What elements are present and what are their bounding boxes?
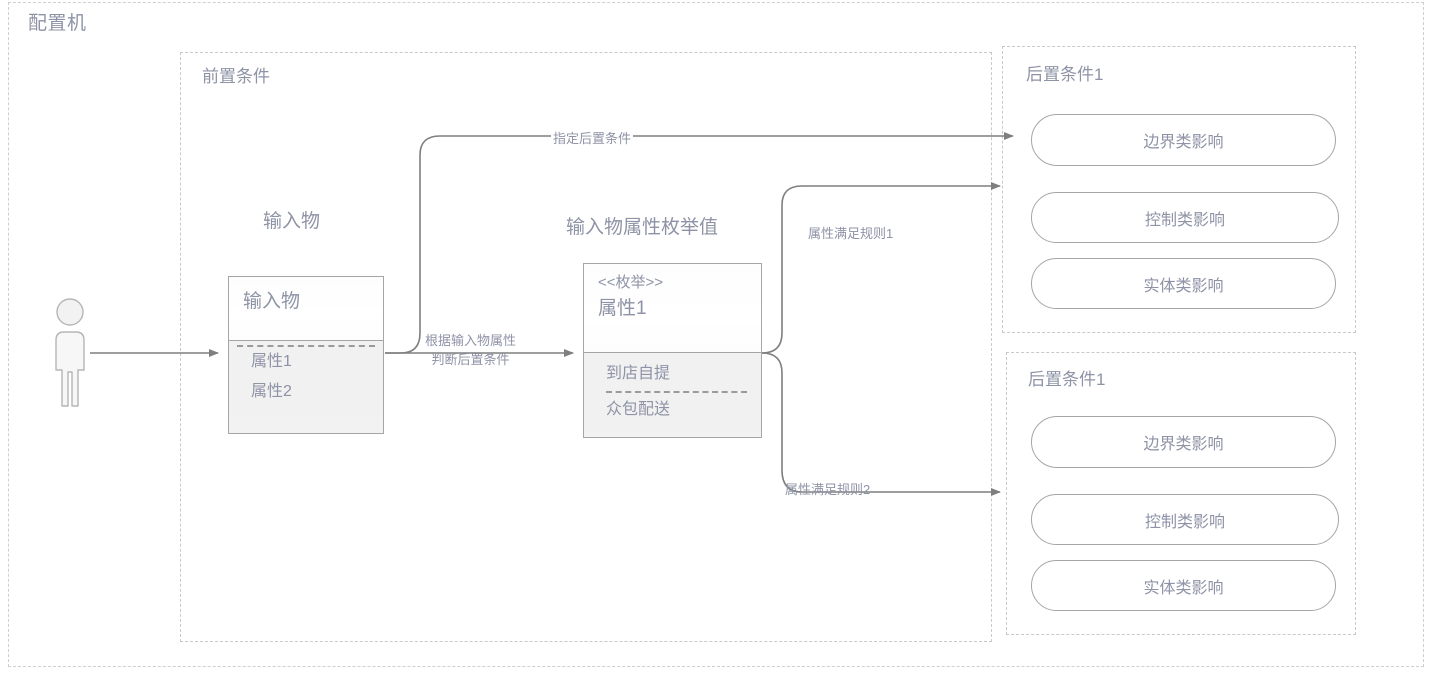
node-enum-object[interactable]: <<枚举>> 属性1 到店自提 众包配送 (583, 263, 762, 438)
input-object-attribute: 属性1 (251, 353, 292, 370)
enum-stereotype: <<枚举>> (598, 274, 664, 291)
panel-precondition-title: 前置条件 (202, 67, 270, 86)
edge-label-judge-line1: 根据输入物属性 (425, 333, 517, 348)
caption-enum-object: 输入物属性枚举值 (566, 217, 719, 238)
edge-label-rule-2: 属性满足规则2 (785, 482, 871, 497)
edge-label-rule-1: 属性满足规则1 (808, 226, 894, 241)
impact-pill-entity-2[interactable]: 实体类影响 (1031, 560, 1336, 611)
actor-figure[interactable] (48, 296, 112, 411)
diagram-outer-frame (8, 2, 1424, 667)
edge-label-assign-postcondition: 指定后置条件 (551, 128, 634, 147)
enum-object-values: 到店自提 众包配送 (584, 353, 761, 433)
panel-postcondition-2-title: 后置条件1 (1028, 370, 1106, 389)
enum-object-name: 属性1 (598, 298, 647, 319)
actor-icon (55, 298, 85, 407)
divider (606, 391, 747, 393)
impact-pill-control-2[interactable]: 控制类影响 (1031, 494, 1339, 545)
input-object-attributes: 属性1 属性2 (229, 341, 383, 415)
edge-label-judge-line2: 判断后置条件 (431, 352, 510, 367)
enum-object-header: <<枚举>> 属性1 (584, 264, 761, 353)
impact-pill-boundary-1[interactable]: 边界类影响 (1031, 114, 1336, 166)
caption-input-object: 输入物 (263, 211, 321, 232)
divider (237, 345, 375, 347)
enum-value: 众包配送 (606, 401, 671, 418)
panel-postcondition-2 (1006, 352, 1356, 635)
enum-value: 到店自提 (606, 365, 671, 382)
panel-postcondition-1-title: 后置条件1 (1026, 65, 1104, 84)
impact-pill-entity-1[interactable]: 实体类影响 (1031, 258, 1336, 309)
edge-label-judge-postcondition: 根据输入物属性 判断后置条件 (423, 331, 518, 369)
input-object-name: 输入物 (243, 291, 301, 312)
page-title: 配置机 (28, 13, 87, 34)
node-input-object[interactable]: 输入物 属性1 属性2 (228, 276, 384, 434)
impact-pill-control-1[interactable]: 控制类影响 (1031, 192, 1339, 243)
impact-pill-boundary-2[interactable]: 边界类影响 (1031, 416, 1336, 468)
input-object-header: 输入物 (229, 277, 383, 341)
input-object-attribute: 属性2 (251, 383, 292, 400)
